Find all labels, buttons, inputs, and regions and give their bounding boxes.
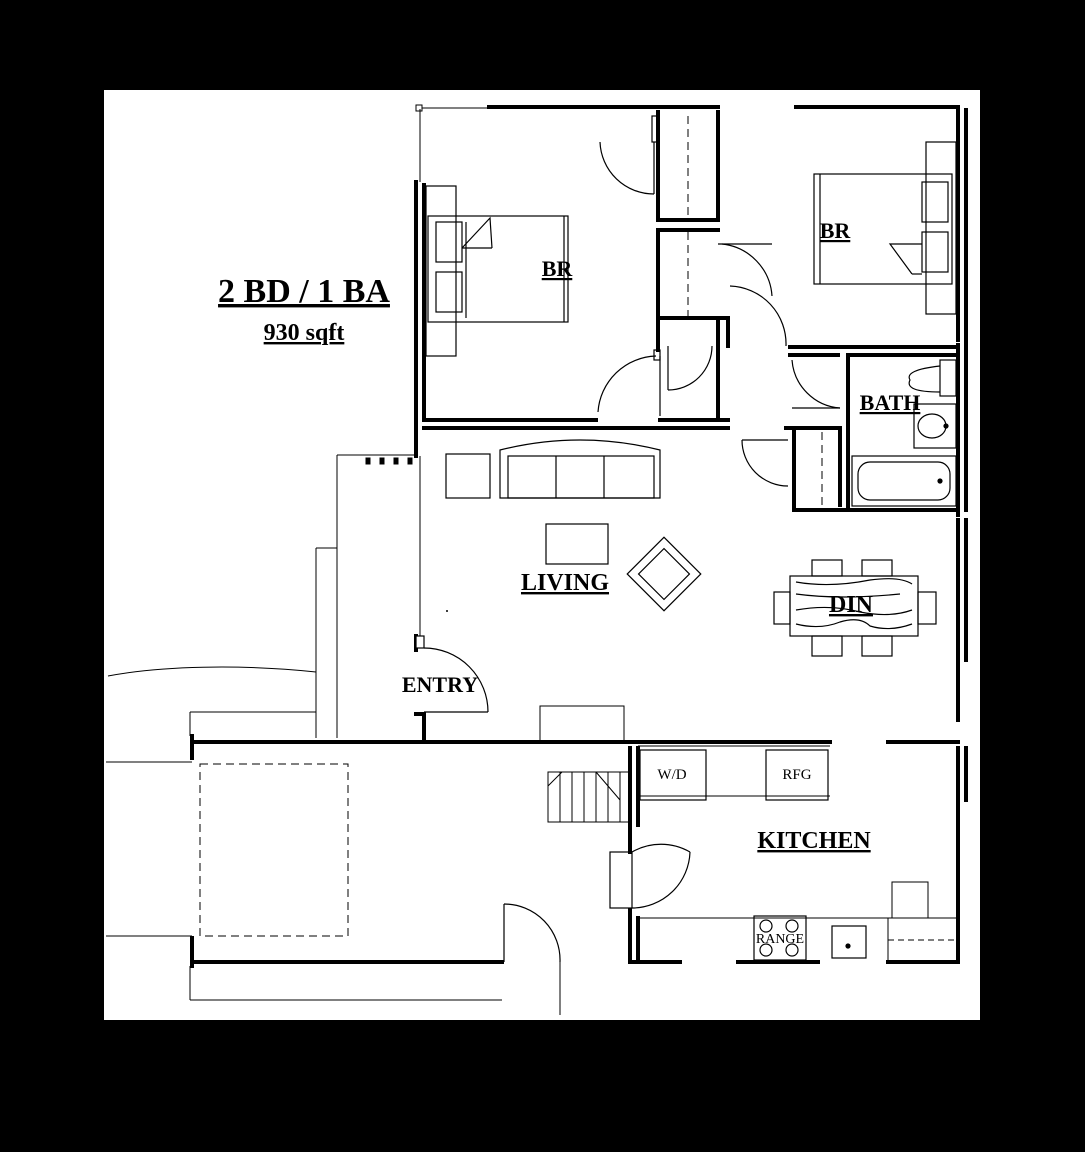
- dining-table: [773, 559, 937, 657]
- room-label-kitchen: KITCHEN: [757, 828, 871, 854]
- doors: [415, 115, 841, 963]
- room-label-br-left: BR: [542, 256, 574, 281]
- side-table: [445, 453, 491, 499]
- walls: [190, 105, 968, 968]
- coffee-table: [545, 523, 609, 565]
- door-swing: [597, 355, 657, 413]
- paper-sheet: [104, 90, 980, 1020]
- speck-mark: [446, 610, 448, 612]
- sink: [913, 403, 957, 449]
- door-leaf: [609, 851, 633, 909]
- sofa: [499, 439, 661, 499]
- plan-area: 930 sqft: [264, 320, 345, 346]
- door-leaf: [651, 115, 659, 143]
- refrigerator: [765, 749, 829, 801]
- door-swing: [423, 647, 489, 713]
- toilet: [908, 359, 957, 397]
- thin-lines: [106, 104, 958, 1015]
- bathtub: [851, 455, 957, 507]
- furniture: [425, 141, 957, 961]
- door-swing: [721, 243, 773, 297]
- room-label-entry: ENTRY: [402, 672, 478, 697]
- fixture-label-rfg: RFG: [782, 767, 811, 783]
- door-swing: [741, 439, 789, 487]
- plan-title: 2 BD / 1 BA: [218, 273, 390, 310]
- fixture-label-wd: W/D: [657, 767, 686, 783]
- door-swing: [667, 345, 713, 391]
- armchair: [626, 536, 702, 612]
- door-leaf: [653, 349, 661, 361]
- range-cooktop: [753, 915, 807, 961]
- room-label-br-right: BR: [820, 218, 852, 243]
- bed-right: [813, 141, 957, 315]
- kitchen-sink: [831, 925, 867, 959]
- door-swing: [791, 359, 841, 409]
- fixture-label-range: RANGE: [756, 932, 804, 947]
- door-swing: [631, 843, 691, 853]
- bed-left: [425, 185, 569, 357]
- door-swing: [503, 903, 561, 963]
- door-leaf: [415, 635, 425, 649]
- door-swing: [599, 141, 655, 195]
- room-label-din: DIN: [829, 592, 874, 618]
- washer-dryer: [639, 749, 707, 801]
- room-label-living: LIVING: [521, 570, 609, 596]
- door-swing: [729, 285, 787, 347]
- room-label-bath: BATH: [860, 390, 921, 415]
